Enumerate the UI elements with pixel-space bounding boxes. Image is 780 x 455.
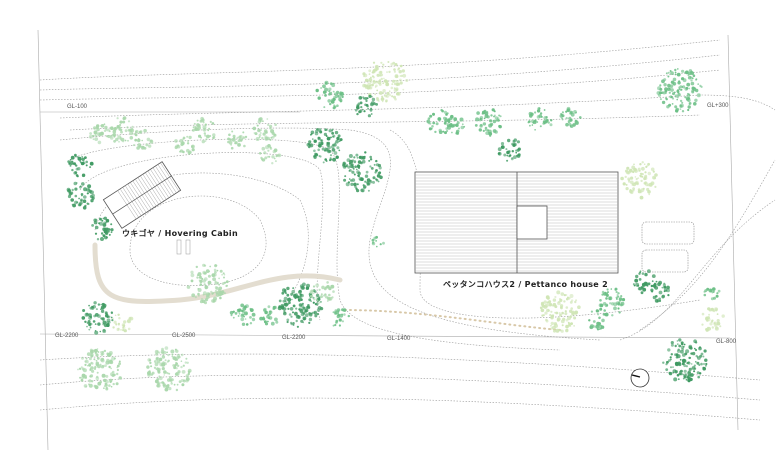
parking (641, 221, 695, 273)
tree-icon (362, 61, 409, 103)
gl-label: GL+300 (707, 103, 729, 109)
tree-icon (539, 290, 581, 333)
house-label: ペッタンコハウス2 / Pettanco house 2 (443, 279, 608, 289)
stepping-stones (344, 309, 561, 331)
gl-label: GL-1400 (387, 336, 411, 342)
tree-icon (259, 305, 279, 326)
tree-icon (315, 80, 344, 110)
garden-path (92, 242, 343, 304)
tree-icon (598, 287, 626, 317)
north-arrow (630, 368, 650, 388)
tree-icon (656, 68, 703, 113)
tree-icon (354, 94, 378, 118)
tree-icon (229, 303, 256, 326)
tree-icon (662, 338, 708, 383)
tree-icon (426, 108, 453, 135)
gl-label: GL-800 (716, 339, 737, 345)
tree-icon (174, 135, 195, 155)
tree-icon (703, 287, 721, 301)
tree-icon (332, 308, 350, 327)
trees (66, 61, 725, 392)
tree-icon (227, 130, 248, 150)
tree-icon (91, 216, 114, 241)
cabin-deck (176, 239, 191, 255)
hovering-cabin (102, 161, 182, 229)
tree-icon (306, 128, 343, 164)
tree-icon (309, 281, 335, 304)
tree-icon (146, 346, 192, 392)
tree-icon (67, 153, 94, 178)
site-boundary (37, 29, 739, 451)
tree-icon (258, 144, 282, 165)
tree-icon (277, 282, 324, 328)
tree-icon (77, 348, 122, 391)
tree-icon (620, 161, 658, 200)
tree-icon (474, 108, 502, 137)
tree-icon (497, 138, 521, 162)
tree-icon (186, 263, 229, 305)
gl-label: GL-2500 (172, 333, 196, 339)
pettanco-house (414, 171, 619, 274)
tree-icon (527, 107, 553, 131)
tree-icon (112, 313, 134, 333)
tree-icon (632, 269, 658, 295)
tree-icon (371, 235, 385, 248)
gl-label: GL-100 (67, 104, 88, 110)
tree-icon (342, 151, 383, 193)
tree-icon (88, 123, 110, 145)
gl-label: GL-2200 (282, 335, 306, 341)
tree-icon (447, 114, 466, 135)
gl-label: GL-2200 (55, 333, 79, 339)
tree-icon (81, 301, 114, 335)
tree-icon (252, 117, 277, 141)
tree-icon (559, 106, 582, 128)
tree-icon (652, 280, 670, 303)
cabin-label: ウキゴヤ / Hovering Cabin (122, 228, 238, 238)
tree-icon (588, 309, 607, 331)
tree-icon (191, 116, 216, 144)
tree-icon (66, 181, 95, 210)
tree-icon (701, 307, 725, 332)
tree-icon (133, 128, 154, 150)
